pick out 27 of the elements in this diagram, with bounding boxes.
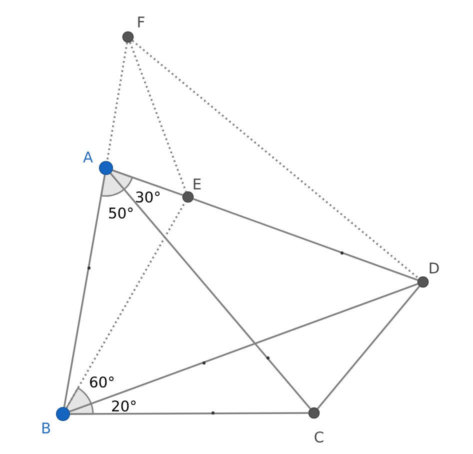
line-segment (63, 174, 106, 408)
line-segment (112, 170, 183, 196)
point-label: A (83, 152, 93, 162)
angle-label: 60° (90, 376, 114, 388)
point (182, 191, 194, 203)
point (56, 407, 70, 421)
point (417, 276, 429, 288)
point-label: E (194, 178, 201, 190)
line-segment (70, 412, 308, 415)
line-segment (69, 283, 418, 412)
point-label: D (430, 262, 439, 274)
point-label: F (138, 16, 144, 28)
line-segment (106, 42, 128, 162)
angle-label: 20° (112, 400, 136, 412)
line-segment (316, 286, 420, 410)
point-label: C (314, 431, 324, 443)
line-segment (132, 40, 420, 280)
point (122, 31, 134, 43)
point (99, 161, 113, 175)
line-segment (66, 201, 186, 408)
line-segment (129, 42, 187, 192)
point (308, 407, 320, 419)
angle-label: 50° (109, 207, 133, 219)
angle-label: 30° (136, 191, 160, 203)
line-segment (193, 198, 418, 281)
point-label: B (42, 422, 50, 434)
line-segment (110, 172, 311, 410)
